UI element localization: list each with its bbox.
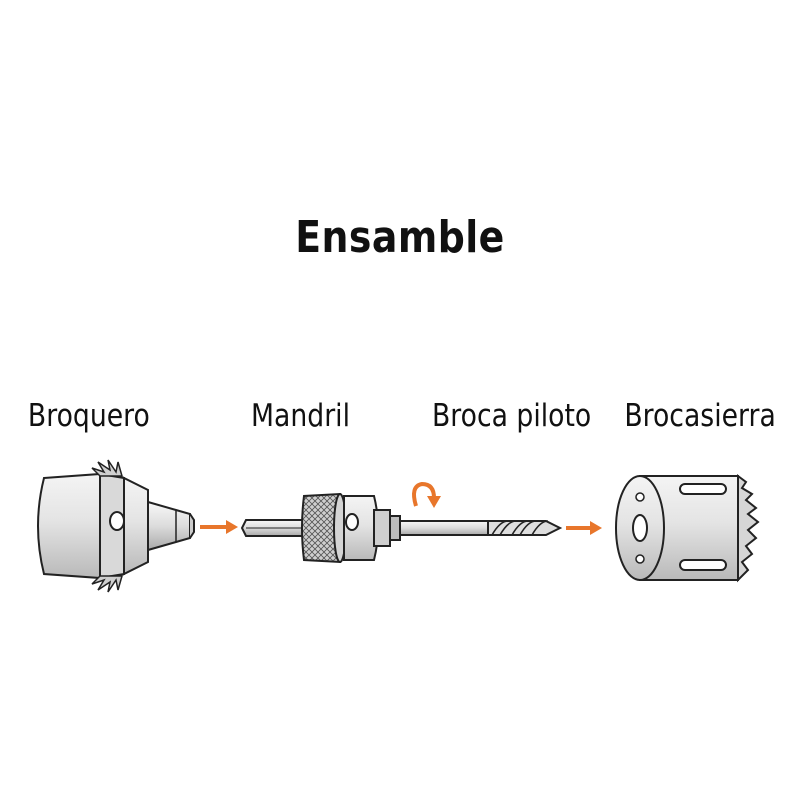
pilot-drill (399, 520, 563, 536)
chuck-gear-teeth (91, 459, 123, 593)
label-mandril: Mandril (251, 398, 350, 434)
hole-saw (615, 474, 760, 583)
diagram-title: Ensamble (295, 212, 505, 263)
label-broquero: Broquero (27, 398, 150, 434)
label-broca-piloto: Broca piloto (431, 398, 592, 434)
arrow-chuck-to-mandrel (200, 520, 238, 534)
mandrel (240, 492, 401, 564)
drill-chuck (37, 459, 195, 593)
drill-flutes (491, 520, 549, 536)
arrow-drill-to-holesaw (566, 521, 602, 535)
label-brocasierra: Brocasierra (624, 398, 776, 434)
rotation-arrow (412, 481, 441, 508)
